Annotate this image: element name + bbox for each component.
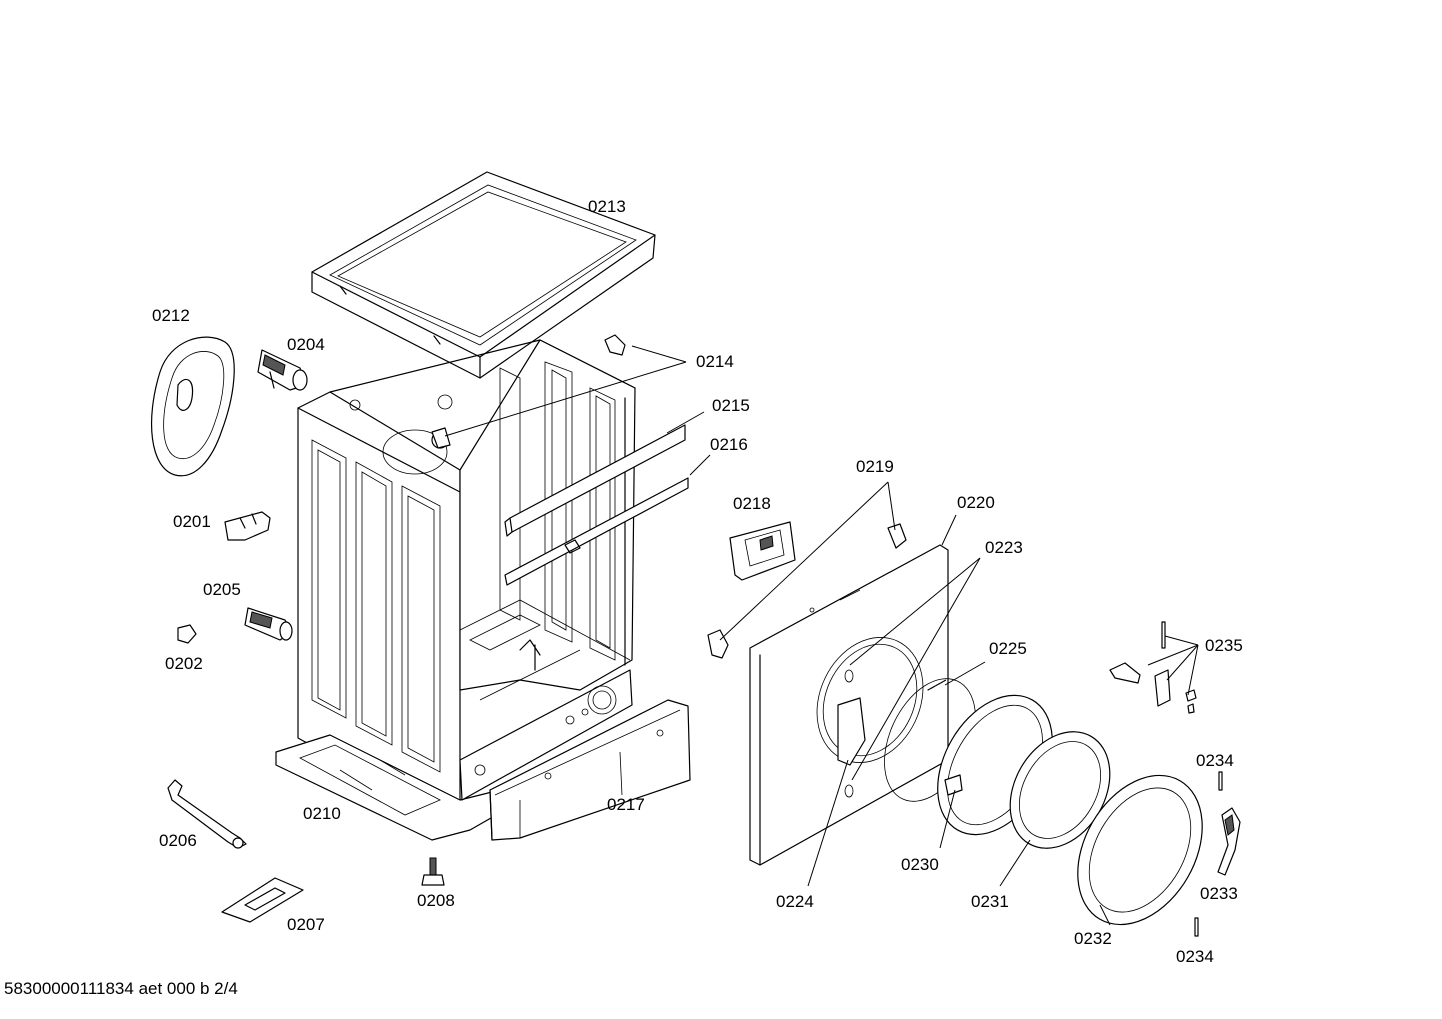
part-label: 0208 [417, 891, 455, 910]
small-parts-left-drawing [151, 336, 445, 923]
cross-braces-drawing [504, 424, 689, 586]
part-label: 0206 [159, 831, 197, 850]
part-label: 0217 [607, 795, 645, 814]
part-label: 0225 [989, 639, 1027, 658]
part-label: 0212 [152, 306, 190, 325]
plinth-drawing [489, 699, 691, 841]
hooks-drawing [431, 334, 626, 449]
front-panel-drawing [749, 544, 949, 866]
part-label: 0224 [776, 892, 814, 911]
outer-door-ring-drawing [1077, 774, 1203, 926]
part-label: 0213 [588, 197, 626, 216]
part-label: 0210 [303, 804, 341, 823]
part-label: 0215 [712, 396, 750, 415]
part-label: 0201 [173, 512, 211, 531]
door-handle-drawing [1194, 771, 1241, 937]
part-label: 0234 [1196, 751, 1234, 770]
document-code: 58300000111834 aet 000 b 2/4 [4, 979, 238, 998]
part-label: 0207 [287, 915, 325, 934]
part-label: 0220 [957, 493, 995, 512]
door-lock-drawing [729, 521, 796, 581]
part-label: 0234 [1176, 947, 1214, 966]
part-label: 0223 [985, 538, 1023, 557]
top-cover-drawing [311, 171, 656, 379]
part-labels: 0213 0212 0204 0214 0215 0216 0201 0205 … [152, 197, 1243, 966]
part-label: 0218 [733, 494, 771, 513]
part-label: 0233 [1200, 884, 1238, 903]
part-label: 0204 [287, 335, 325, 354]
part-label: 0214 [696, 352, 734, 371]
part-label: 0231 [971, 892, 1009, 911]
part-label: 0202 [165, 654, 203, 673]
part-label: 0205 [203, 580, 241, 599]
leader-lines [444, 345, 1199, 926]
part-label: 0230 [901, 855, 939, 874]
part-label: 0216 [710, 435, 748, 454]
hinge-parts-drawing [1109, 621, 1197, 714]
part-label: 0232 [1074, 929, 1112, 948]
cabinet-frame-drawing [275, 339, 636, 841]
part-label: 0235 [1205, 636, 1243, 655]
part-label: 0219 [856, 457, 894, 476]
